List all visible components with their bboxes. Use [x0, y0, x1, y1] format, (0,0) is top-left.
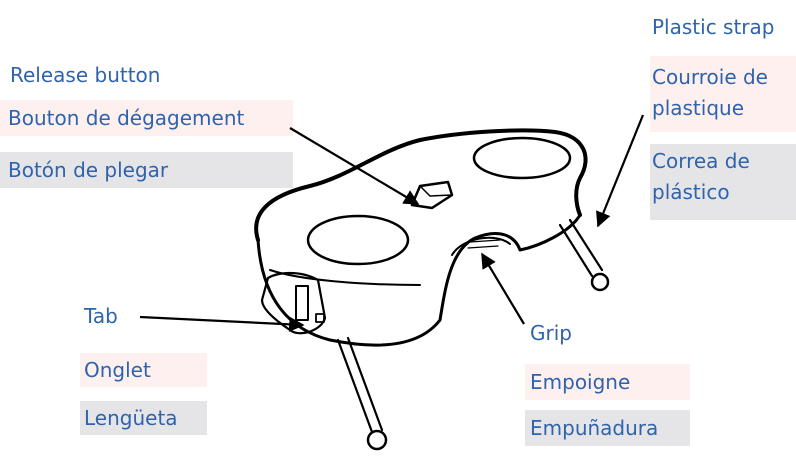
tab-shape — [260, 271, 327, 335]
left-cup-holder — [306, 214, 410, 266]
strap-label-en: Plastic strap — [652, 15, 775, 39]
right-leg — [558, 218, 604, 278]
release-es-band — [0, 152, 293, 188]
strap-label-es: Correa de plástico — [652, 149, 750, 204]
grip-es-band — [525, 410, 690, 446]
tab-es-band — [80, 401, 207, 435]
left-leg — [336, 336, 384, 434]
tab-slot — [295, 285, 309, 321]
tab-label-fr: Onglet — [84, 358, 151, 382]
right-cup-holder — [472, 136, 572, 180]
strap-leader — [596, 114, 645, 228]
grip-label-es: Empuñadura — [530, 416, 659, 440]
grip-leader — [481, 252, 525, 325]
strap-label-fr: Courroie de plastique — [652, 65, 768, 120]
release-label-es: Botón de plegar — [8, 158, 169, 182]
grip-label-fr: Empoigne — [530, 370, 631, 394]
grip-label-en: Grip — [530, 321, 572, 345]
tab-label-es: Lengüeta — [84, 406, 178, 430]
strap-fr-band — [650, 56, 796, 132]
tab-leader — [139, 315, 305, 333]
release-label-fr: Bouton de dégagement — [8, 106, 245, 130]
grip-shape — [451, 236, 511, 256]
grip-fr-band — [525, 364, 690, 400]
release-label-en: Release button — [10, 63, 161, 87]
tab-label-en: Tab — [84, 304, 118, 328]
strap-es-band — [650, 144, 796, 220]
release-leader — [289, 127, 420, 205]
tray-rim — [254, 128, 588, 242]
release-button-shape — [410, 180, 454, 210]
release-fr-band — [0, 100, 293, 136]
tab-fr-band — [80, 353, 207, 387]
